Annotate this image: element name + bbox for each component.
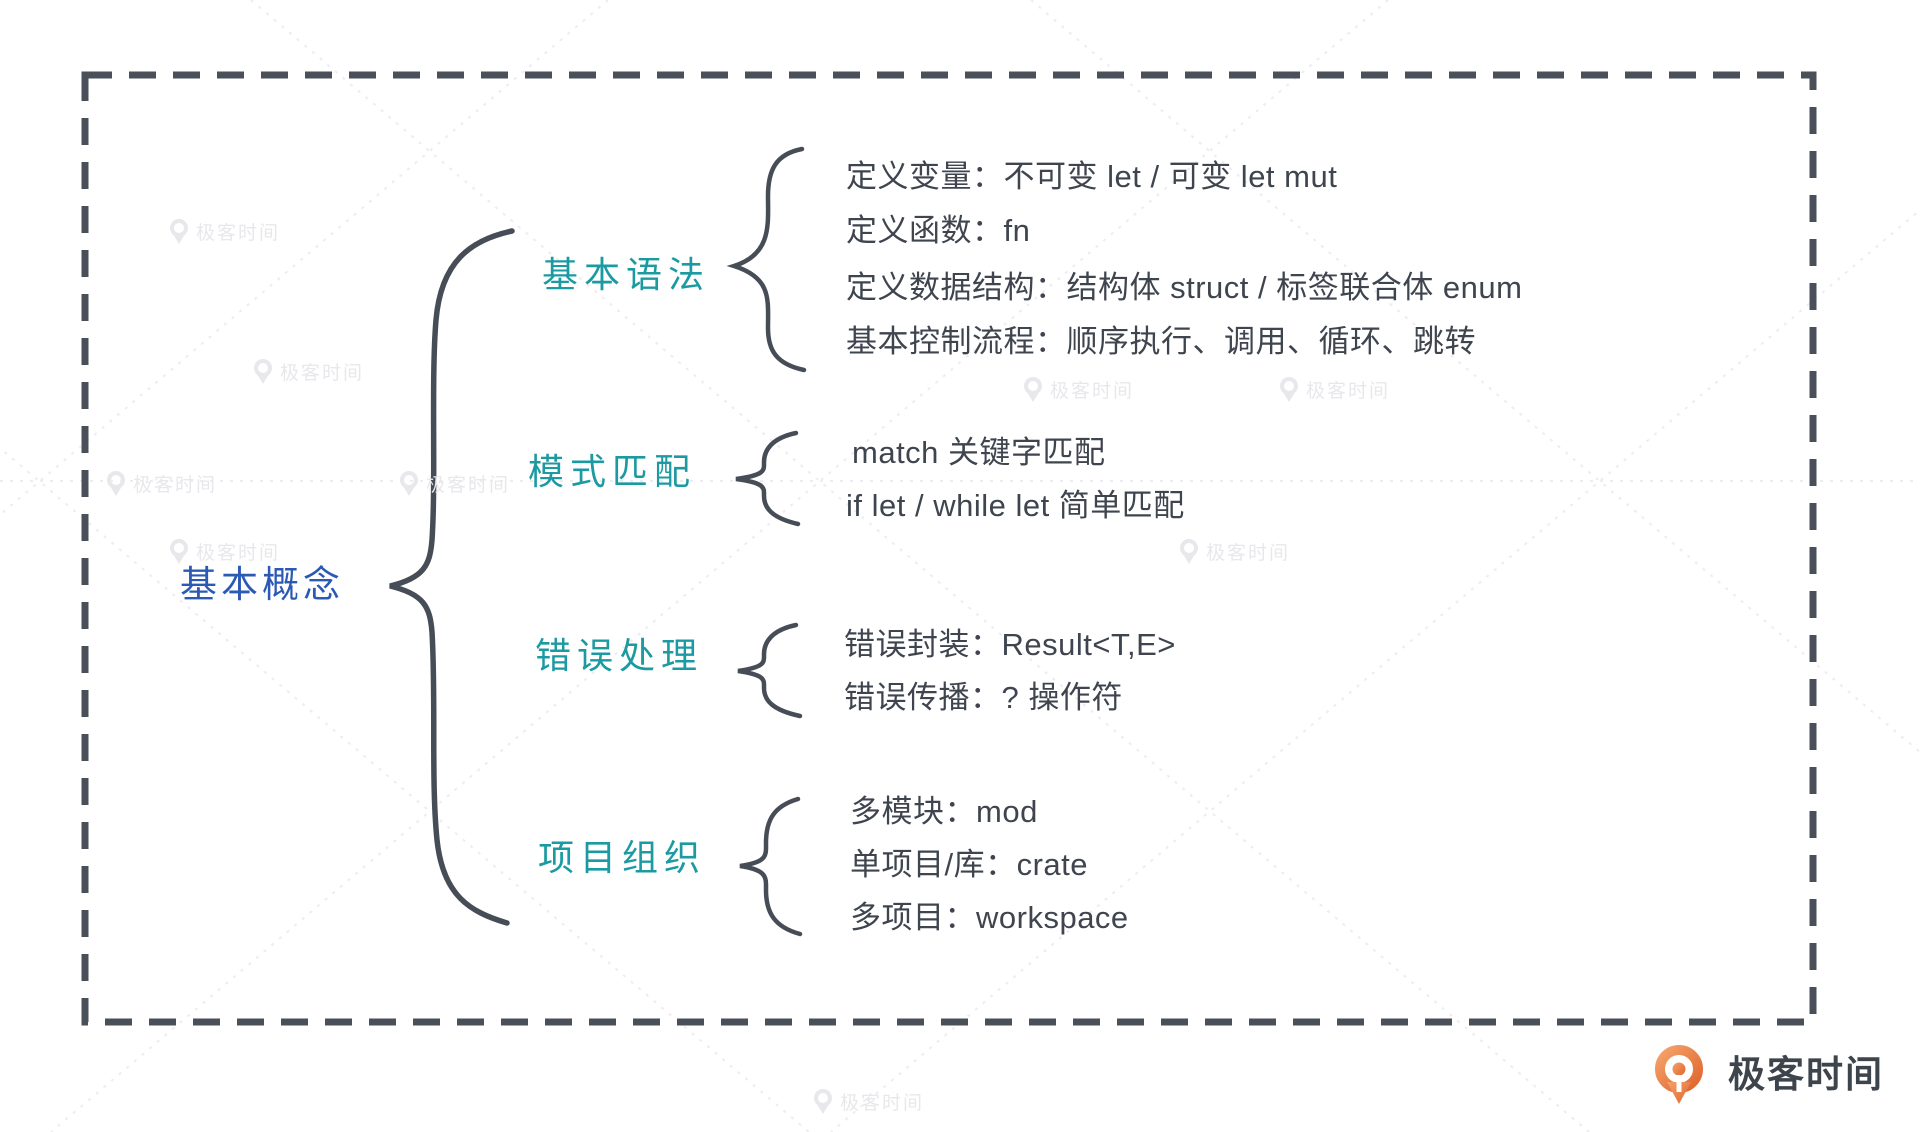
watermark: 极客时间: [252, 358, 364, 385]
watermark-logo-icon: [254, 359, 272, 384]
branch-brace-project-organization: [739, 796, 803, 937]
branch-label-project-organization: 项目组织: [538, 837, 707, 878]
watermark: 极客时间: [105, 470, 217, 497]
watermark: 极客时间: [168, 538, 280, 565]
geektime-logo: 极客时间: [1650, 1044, 1884, 1108]
branch-brace-error-handling: [737, 622, 803, 719]
watermark-label: 极客时间: [1206, 543, 1291, 564]
node-root: 基本概念: [180, 564, 344, 605]
watermark-logo-icon: [1180, 539, 1198, 564]
branch-item: if let / while let 简单匹配: [846, 488, 1185, 523]
branch-item: 定义函数：fn: [846, 213, 1031, 248]
branch-item: 多模块：mod: [850, 794, 1038, 829]
watermark-label: 极客时间: [1306, 381, 1391, 402]
branch-item: 错误传播：? 操作符: [844, 680, 1123, 715]
watermark-logo-icon: [170, 539, 188, 564]
root-brace: [389, 228, 515, 926]
branch-item: 定义数据结构：结构体 struct / 标签联合体 enum: [846, 270, 1523, 305]
watermark-label: 极客时间: [1050, 381, 1135, 402]
watermark-label: 极客时间: [280, 363, 365, 384]
watermark-logo-icon: [400, 471, 418, 496]
watermark-label: 极客时间: [426, 475, 511, 496]
watermark-logo-icon: [107, 471, 125, 496]
branch-item: 多项目：workspace: [850, 900, 1129, 935]
watermark-label: 极客时间: [133, 475, 218, 496]
watermark-logo-icon: [1024, 377, 1042, 402]
branch-item: 基本控制流程：顺序执行、调用、循环、跳转: [846, 324, 1476, 359]
watermark: 极客时间: [1178, 538, 1290, 565]
watermark-logo-icon: [814, 1089, 832, 1114]
watermark: 极客时间: [812, 1088, 924, 1115]
branch-brace-pattern-matching: [735, 430, 801, 527]
watermark: 极客时间: [1022, 376, 1134, 403]
geektime-logo-icon: [1655, 1045, 1703, 1104]
watermark-label: 极客时间: [840, 1093, 925, 1114]
geektime-logo-text: 极客时间: [1728, 1054, 1884, 1095]
watermark-label: 极客时间: [196, 543, 281, 564]
watermark: 极客时间: [1278, 376, 1390, 403]
watermark: 极客时间: [168, 218, 280, 245]
watermark: 极客时间: [398, 470, 510, 497]
watermark-logo-icon: [1280, 377, 1298, 402]
branch-item: 定义变量：不可变 let / 可变 let mut: [846, 159, 1338, 194]
branch-label-pattern-matching: 模式匹配: [528, 451, 697, 492]
watermark-label: 极客时间: [196, 223, 281, 244]
watermark-logo-icon: [170, 219, 188, 244]
branch-item: 单项目/库：crate: [850, 847, 1089, 882]
branch-label-error-handling: 错误处理: [535, 635, 704, 676]
branch-item: match 关键字匹配: [852, 435, 1106, 470]
branch-item: 错误封装：Result<T,E>: [844, 627, 1176, 662]
branch-label-basic-syntax: 基本语法: [542, 254, 711, 295]
branch-brace-basic-syntax: [726, 146, 807, 373]
